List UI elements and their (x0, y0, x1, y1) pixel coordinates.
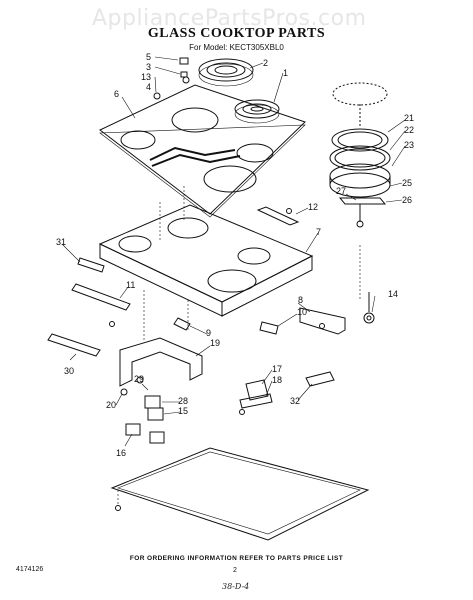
callout-16: 16 (116, 448, 126, 458)
callout-5: 5 (146, 52, 151, 62)
screw-29 (136, 376, 144, 384)
callout-11: 11 (126, 280, 135, 290)
document-part-number: 4174126 (16, 566, 44, 573)
part-32 (305, 371, 335, 387)
callout-10: 10 (297, 307, 307, 317)
bracket-10 (259, 321, 279, 335)
clip-3 (180, 71, 188, 78)
callout-30: 30 (64, 366, 74, 376)
callout-21: 21 (404, 113, 414, 123)
bracket-8 (299, 307, 346, 335)
callout-25: 25 (402, 178, 412, 188)
callout-20: 20 (106, 400, 116, 410)
switch-28 (144, 395, 161, 409)
callout-7: 7 (316, 227, 321, 237)
callout-12: 12 (308, 202, 318, 212)
callout-22: 22 (404, 125, 414, 135)
callout-2: 2 (263, 58, 268, 68)
ordering-note: FOR ORDERING INFORMATION REFER TO PARTS … (129, 555, 344, 562)
switch-16b (149, 431, 165, 444)
switch-16a (125, 423, 141, 436)
callout-23: 23 (404, 140, 414, 150)
callout-26: 26 (402, 195, 412, 205)
callout-28: 28 (178, 396, 188, 406)
burner-assembly (329, 82, 391, 228)
page-title: GLASS COOKTOP PARTS (147, 26, 326, 41)
callout-18: 18 (272, 375, 282, 385)
callout-17: 17 (272, 364, 282, 374)
callout-29: 29 (134, 374, 144, 384)
callout-4: 4 (146, 82, 151, 92)
bracket-18 (239, 393, 273, 409)
bracket-31 (77, 257, 105, 273)
callout-1: 1 (283, 68, 288, 78)
callout-6: 6 (114, 89, 119, 99)
bottom-panel (110, 447, 370, 541)
cooktop-frame (98, 204, 314, 317)
callout-15: 15 (178, 406, 188, 416)
screw-13 (153, 92, 161, 100)
bracket-5 (179, 57, 189, 65)
callout-14: 14 (388, 289, 398, 299)
callout-8: 8 (298, 295, 303, 305)
callout-27: 27 (336, 186, 346, 196)
callout-32: 32 (290, 396, 300, 406)
bracket-11 (71, 283, 131, 311)
large-burner-element (198, 58, 254, 87)
screw-20 (120, 388, 128, 396)
glass-cooktop (99, 84, 306, 218)
switch-15 (147, 407, 164, 421)
watermark: AppliancePartsPros.com (92, 6, 367, 31)
callout-3: 3 (146, 62, 151, 72)
bracket-12 (256, 206, 300, 226)
callout-31: 31 (56, 237, 66, 247)
callout-19: 19 (210, 338, 220, 348)
bracket-19 (119, 337, 203, 387)
page-number: 2 (233, 567, 237, 574)
handwritten-note: 38-D-4 (222, 582, 250, 591)
model-subtitle: For Model: KECT305XBL0 (189, 43, 284, 52)
callout-9: 9 (206, 328, 211, 338)
bracket-30 (47, 333, 101, 357)
clip-9 (173, 317, 191, 331)
callout-13: 13 (141, 72, 151, 82)
small-burner-element (234, 99, 280, 124)
screw-14 (363, 312, 375, 324)
bracket-17 (245, 379, 269, 401)
screw-4 (182, 76, 190, 84)
